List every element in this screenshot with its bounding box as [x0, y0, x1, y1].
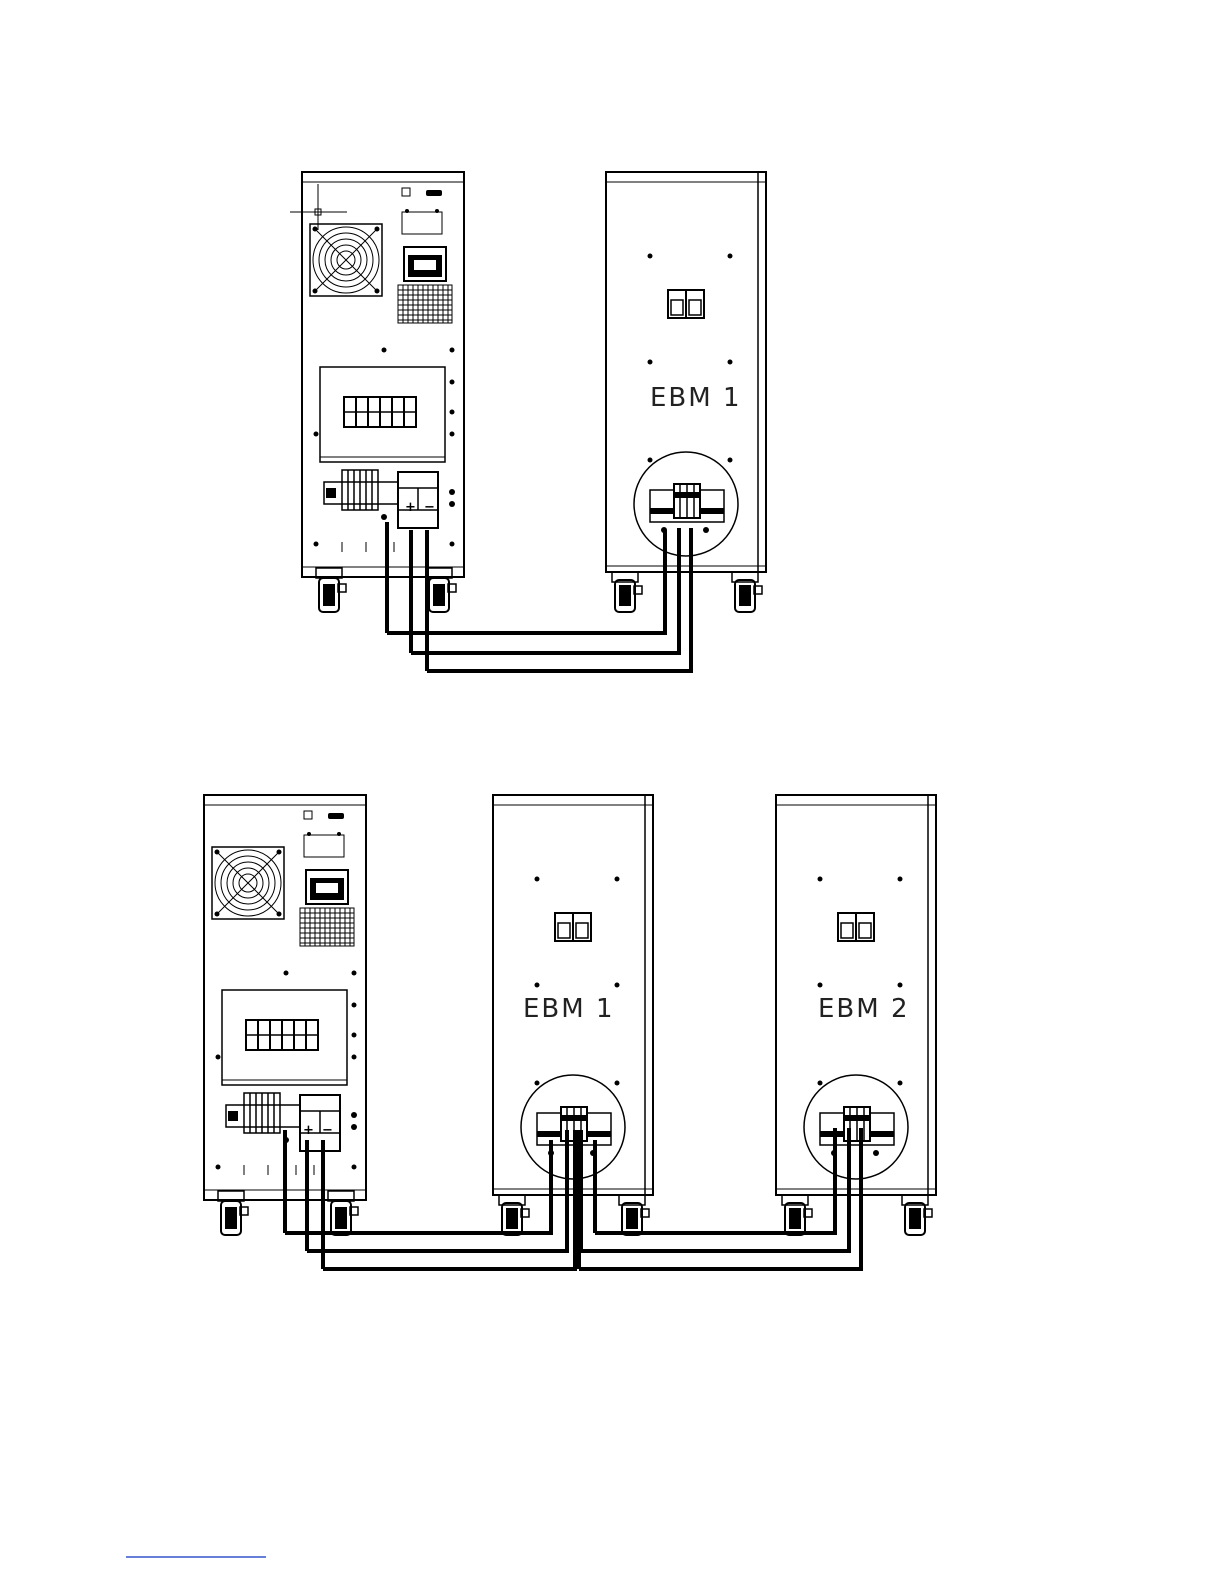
ebm-label: EBM 2 [818, 994, 910, 1024]
terminal-plus-label: + [303, 1123, 314, 1138]
terminal-minus-label: − [322, 1123, 333, 1138]
ups-cabinet: + − [290, 172, 464, 612]
diagram-ups-two-ebm: + − EBM 1 EBM 2 [204, 795, 936, 1270]
diagram-ups-one-ebm: + − EBM 1 [290, 172, 766, 672]
terminal-minus-label: − [424, 500, 435, 515]
ebm-cabinet-2: EBM 2 [776, 795, 936, 1235]
terminal-plus-label: + [405, 500, 416, 515]
ebm-label: EBM 1 [650, 383, 742, 413]
ebm-cabinet-1: EBM 1 [606, 172, 766, 612]
ebm-label: EBM 1 [523, 994, 615, 1024]
